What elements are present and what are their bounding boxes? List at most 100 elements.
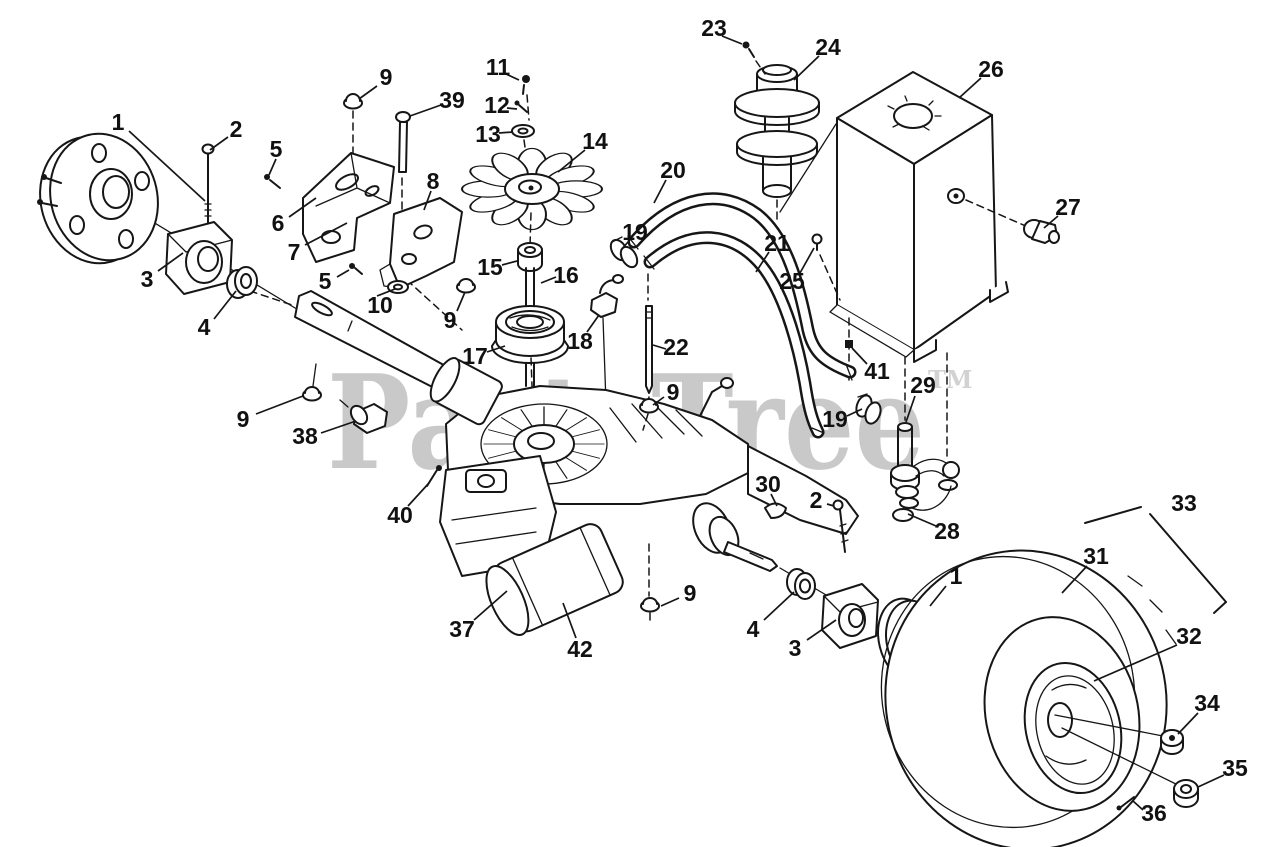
- screw-part-25: [811, 233, 841, 301]
- callout-leader-41: [851, 347, 868, 365]
- callout-label-37: 37: [449, 616, 475, 642]
- callout-label-9: 9: [684, 580, 697, 606]
- callout-leader-37: [473, 590, 508, 621]
- nut-part-9-top: [343, 93, 363, 156]
- filter-canister-part-42: [485, 523, 624, 636]
- callout-label-21: 21: [764, 230, 790, 256]
- callout-label-26: 26: [978, 56, 1004, 82]
- bolt-part-39: [395, 111, 411, 225]
- elbow-fittings-part-28-29: [890, 422, 960, 522]
- hose-part-21: [643, 231, 825, 439]
- nut-part-9-bottom: [640, 543, 660, 626]
- callout-label-4: 4: [198, 314, 211, 340]
- callout-leader-18: [586, 314, 600, 333]
- callout-label-1: 1: [112, 109, 125, 135]
- callout-label-29: 29: [910, 372, 936, 398]
- callout-leader-24: [793, 55, 820, 81]
- bearing-housing-part-3-right: [821, 583, 879, 649]
- rim-part-32: [1023, 661, 1183, 795]
- callout-label-10: 10: [367, 292, 393, 318]
- callout-leader-39: [409, 104, 442, 117]
- callout-label-18: 18: [567, 328, 593, 354]
- callout-leader-14: [557, 149, 586, 173]
- hydraulic-tank-part-26: [829, 71, 1029, 459]
- callout-leader-20: [653, 179, 667, 204]
- callout-leader-19: [846, 408, 863, 417]
- callout-leader-9: [255, 395, 304, 415]
- bushing-part-4-left: [226, 266, 258, 299]
- callout-label-19: 19: [622, 219, 648, 245]
- callout-label-8: 8: [427, 168, 440, 194]
- callout-label-16: 16: [553, 262, 579, 288]
- callout-label-30: 30: [755, 471, 781, 497]
- callout-label-13: 13: [475, 121, 501, 147]
- callout-label-31: 31: [1083, 543, 1109, 569]
- callout-label-42: 42: [567, 636, 593, 662]
- callout-leader-32: [1093, 644, 1178, 682]
- callout-leader-2: [209, 136, 229, 151]
- callout-leader-22: [652, 344, 667, 350]
- hub-part-15: [517, 242, 543, 272]
- fitting-part-27: [1023, 219, 1060, 244]
- callout-leader-38: [320, 420, 357, 434]
- callout-leader-3: [157, 252, 184, 272]
- callout-label-15: 15: [477, 254, 503, 280]
- hose-part-20: [627, 192, 857, 381]
- nut-part-35: [1173, 779, 1199, 808]
- callout-label-32: 32: [1176, 623, 1202, 649]
- callout-label-14: 14: [582, 128, 608, 154]
- callout-leader-21: [755, 251, 770, 273]
- callout-label-19: 19: [822, 406, 848, 432]
- callout-label-39: 39: [439, 87, 465, 113]
- callout-label-28: 28: [934, 518, 960, 544]
- callout-leader-35: [1197, 774, 1225, 788]
- bearing-housing-part-3-left: [165, 221, 233, 295]
- pulley-part-17: [491, 305, 569, 415]
- callout-leader-9: [652, 396, 665, 406]
- mount-bracket-part-6-7: [302, 152, 395, 263]
- callout-label-27: 27: [1055, 194, 1081, 220]
- callout-leader-9: [358, 85, 378, 100]
- callout-label-25: 25: [779, 268, 805, 294]
- bolt-part-2-left: [201, 143, 215, 225]
- callout-leader-6: [288, 197, 317, 218]
- callout-leader-27: [1043, 215, 1059, 229]
- callout-label-9: 9: [444, 307, 457, 333]
- callout-leader-34: [1177, 712, 1199, 735]
- callout-leader-8: [423, 190, 432, 211]
- rod-part-22: [645, 273, 653, 403]
- fitting-part-18: [590, 274, 624, 461]
- callout-leader-1: [128, 130, 206, 202]
- callout-leader-15: [501, 260, 518, 266]
- callout-leader-30: [770, 493, 778, 507]
- callout-leader-16: [540, 276, 557, 284]
- callout-label-35: 35: [1222, 755, 1248, 781]
- callout-label-4: 4: [747, 616, 760, 642]
- callout-leader-7: [304, 222, 348, 246]
- callout-label-22: 22: [663, 334, 689, 360]
- callout-label-41: 41: [864, 358, 890, 384]
- callout-leader-31: [1061, 565, 1088, 594]
- tire-part-31: [880, 549, 1177, 847]
- callout-leader-26: [958, 77, 982, 99]
- callout-label-20: 20: [660, 157, 686, 183]
- bolt-part-2-right: [832, 499, 849, 553]
- callout-leader-5: [336, 269, 350, 278]
- callout-leader-1: [929, 585, 947, 607]
- callout-label-38: 38: [292, 423, 318, 449]
- callout-label-2: 2: [230, 116, 243, 142]
- callout-label-2: 2: [810, 487, 823, 513]
- callout-leader-9: [660, 597, 680, 607]
- callout-label-9: 9: [667, 379, 680, 405]
- callout-label-1: 1: [950, 563, 963, 589]
- callout-leader-4: [213, 290, 237, 320]
- callout-label-3: 3: [789, 635, 802, 661]
- screw-part-5-upper: [264, 174, 281, 189]
- bushing-part-4-right: [786, 568, 816, 600]
- callout-label-9: 9: [380, 64, 393, 90]
- callout-leader-25: [799, 247, 815, 274]
- nut-part-9-left: [302, 363, 322, 402]
- fastener-parts-11-12-13: [511, 75, 535, 163]
- callout-label-12: 12: [484, 92, 510, 118]
